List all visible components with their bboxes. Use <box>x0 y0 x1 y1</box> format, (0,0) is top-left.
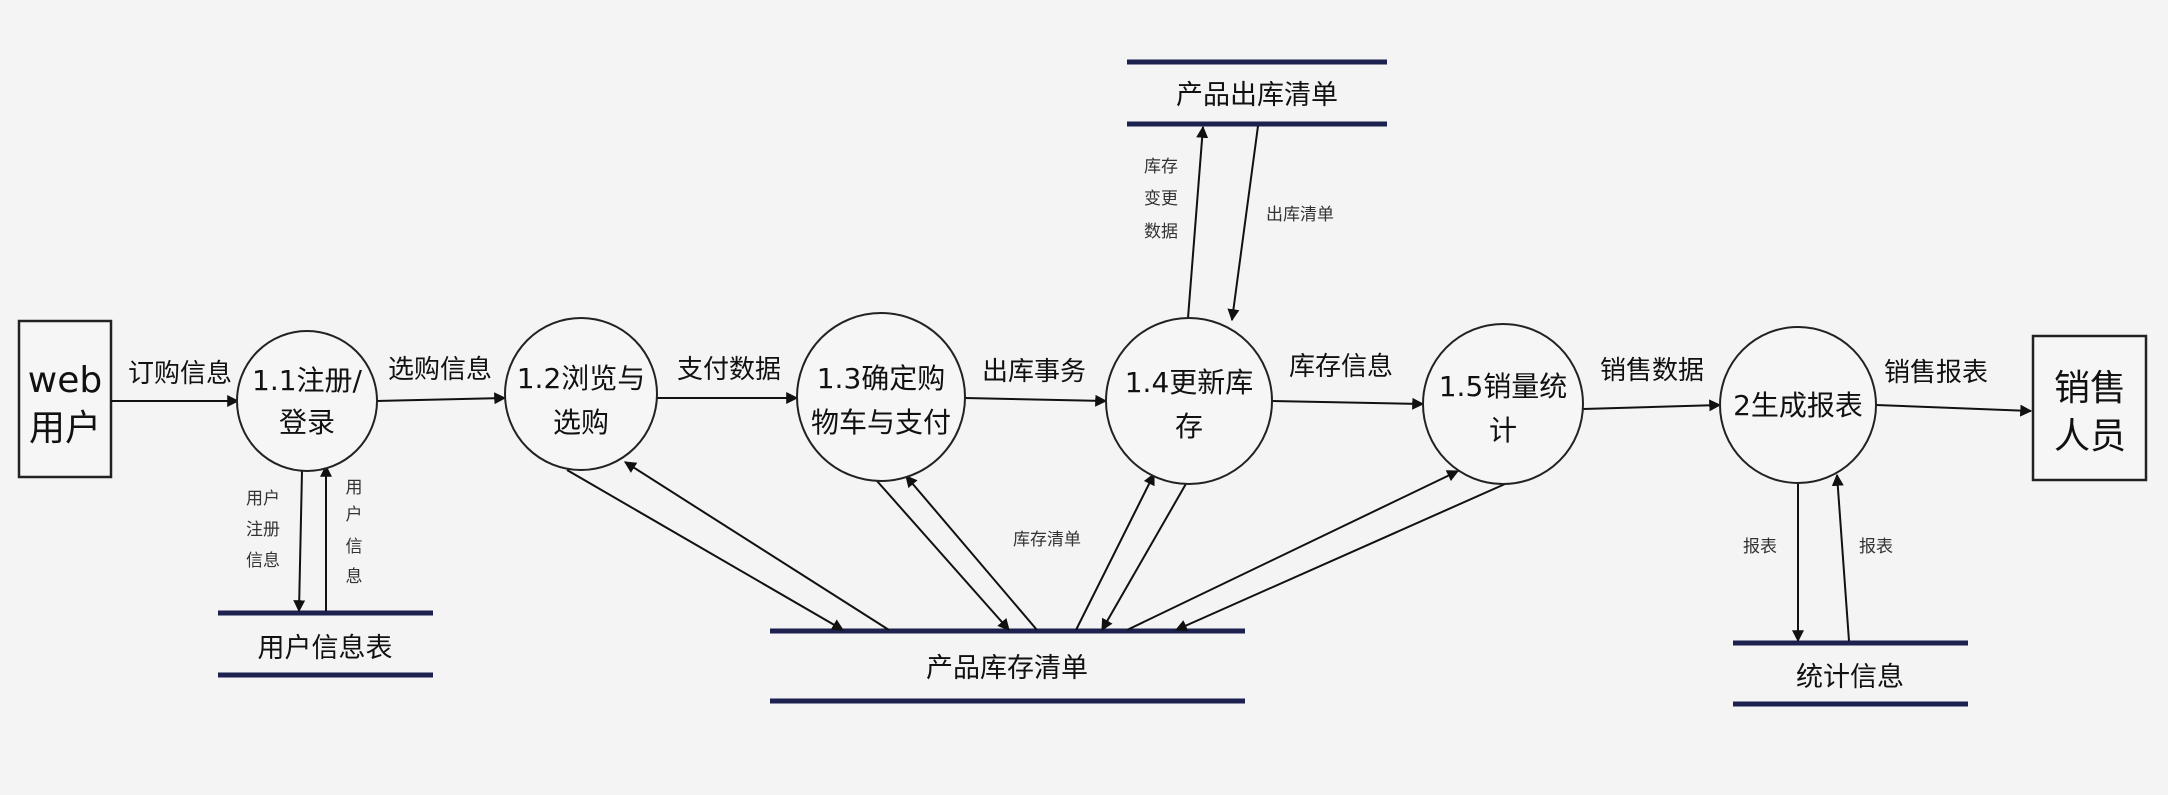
flow-label-user-info: 信 <box>346 537 363 557</box>
entity-web-user[interactable]: web 用户 <box>17 319 113 479</box>
flow-label-user-info: 息 <box>346 567 363 587</box>
entity-label: web <box>28 360 102 401</box>
flow-label-report-down: 报表 <box>1743 537 1777 557</box>
flow-p13-to-inventory-arrow <box>876 480 1010 631</box>
flow-inventory-to-p13-arrow <box>905 475 1038 631</box>
process-1-2-browse-select[interactable]: 1.2浏览与 选购 <box>504 317 658 471</box>
process-1-3-cart-payment[interactable]: 1.3确定购 物车与支付 <box>796 312 966 482</box>
store-product-outbound[interactable]: 产品出库清单 <box>1127 59 1387 127</box>
process-2-generate-report[interactable]: 2生成报表 <box>1719 326 1877 484</box>
flow-user-reg-arrow <box>293 470 306 613</box>
flow-label-inventory-info: 库存信息 <box>1289 352 1393 382</box>
flow-label-report-up: 报表 <box>1859 537 1893 557</box>
process-label: 计 <box>1489 414 1517 447</box>
flow-label-purchase-info: 选购信息 <box>388 355 492 385</box>
flow-purchase-info-arrow <box>376 392 507 405</box>
process-1-1-register-login[interactable]: 1.1注册/ 登录 <box>236 330 378 472</box>
flow-label-outbound-list: 出库清单 <box>1266 205 1334 225</box>
flow-label-user-info: 户 <box>346 505 363 525</box>
flow-inventory-info-arrow <box>1271 397 1425 410</box>
process-label: 1.4更新库 <box>1125 366 1254 399</box>
entity-label: 人员 <box>2054 416 2126 457</box>
process-label: 1.5销量统 <box>1439 370 1568 403</box>
flow-inventory-to-p14-arrow <box>1075 472 1155 631</box>
flow-outbound-tx-arrow <box>964 394 1108 407</box>
flow-label-sales-data: 销售数据 <box>1600 356 1704 386</box>
process-label: 2生成报表 <box>1733 389 1863 422</box>
flow-label-user-reg: 信息 <box>246 551 280 571</box>
flow-label-inventory-change: 变更 <box>1144 189 1178 209</box>
flow-label-user-info: 用 <box>346 478 363 498</box>
flow-label-inventory-change: 数据 <box>1144 222 1178 242</box>
flow-label-user-reg: 用户 <box>246 489 280 509</box>
entity-sales-staff[interactable]: 销售 人员 <box>2031 334 2148 482</box>
store-label: 产品库存清单 <box>926 653 1088 684</box>
flow-inventory-to-p15-arrow <box>1126 470 1460 631</box>
flow-sales-report-arrow <box>1875 404 2033 417</box>
process-1-4-update-inventory[interactable]: 1.4更新库 存 <box>1105 317 1273 485</box>
process-label: 选购 <box>553 406 609 439</box>
flow-outbound-list-arrow <box>1227 125 1259 322</box>
entity-label: 销售 <box>2054 368 2126 409</box>
flow-label-user-reg: 注册 <box>246 520 280 540</box>
flow-lines <box>111 125 2033 643</box>
store-label: 统计信息 <box>1796 662 1904 693</box>
process-label: 登录 <box>279 406 335 439</box>
store-label: 用户信息表 <box>258 633 393 664</box>
flow-label-inventory-change: 库存 <box>1144 157 1178 177</box>
flow-label-inventory-list: 库存清单 <box>1013 530 1081 550</box>
process-1-5-sales-stats[interactable]: 1.5销量统 计 <box>1422 323 1584 485</box>
process-label: 物车与支付 <box>811 406 951 439</box>
flow-inventory-to-p12-arrow <box>623 461 890 631</box>
flow-label-outbound-transaction: 出库事务 <box>982 357 1086 387</box>
flow-report-up-arrow <box>1831 473 1850 642</box>
process-label: 1.2浏览与 <box>517 362 646 395</box>
flow-label-order-info: 订购信息 <box>128 359 232 389</box>
flow-p14-to-inventory-arrow <box>1101 481 1188 632</box>
store-stats-info[interactable]: 统计信息 <box>1733 640 1968 707</box>
flow-sales-data-arrow <box>1582 399 1722 412</box>
flow-label-payment-data: 支付数据 <box>677 355 781 385</box>
process-label: 1.1注册/ <box>252 364 363 397</box>
entity-label: 用户 <box>29 408 101 449</box>
process-label: 存 <box>1175 410 1203 443</box>
process-label: 1.3确定购 <box>817 362 946 395</box>
store-label: 产品出库清单 <box>1176 80 1338 111</box>
store-user-info[interactable]: 用户信息表 <box>218 610 433 678</box>
flow-inventory-change-arrow <box>1187 125 1209 319</box>
store-product-inventory[interactable]: 产品库存清单 <box>770 628 1245 704</box>
flow-p12-to-inventory-arrow <box>566 469 845 631</box>
flow-p15-to-inventory-arrow <box>1174 483 1506 632</box>
flow-label-sales-report: 销售报表 <box>1884 358 1988 388</box>
